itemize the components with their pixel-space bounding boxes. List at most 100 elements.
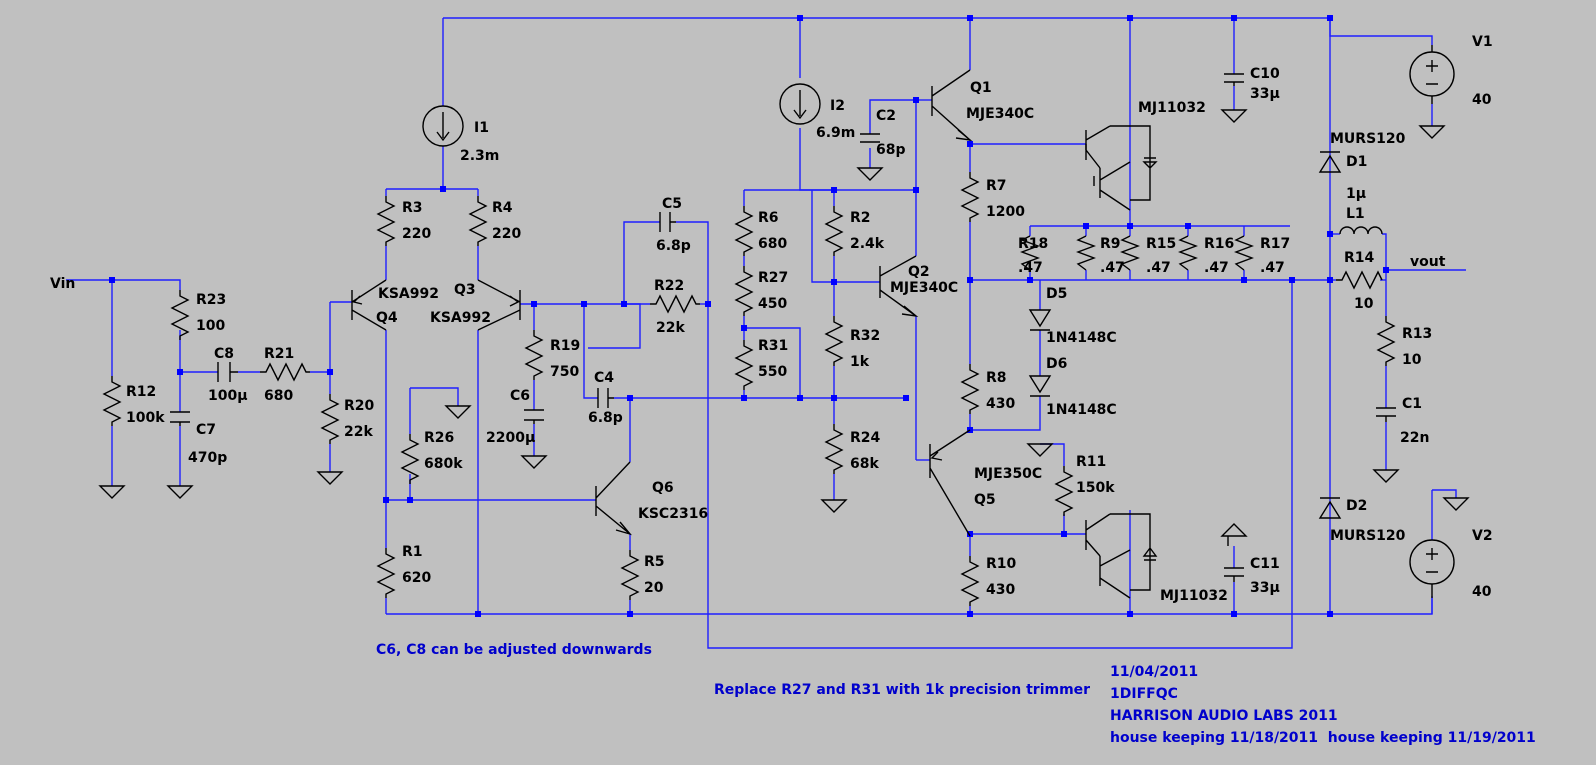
c2-ref: C2 — [876, 108, 896, 124]
v1-ref: V1 — [1472, 34, 1493, 50]
r13-ref: R13 — [1402, 326, 1432, 342]
r32-value: 1k — [850, 354, 870, 370]
r11-ref: R11 — [1076, 454, 1106, 470]
r9-value: .47 — [1100, 260, 1125, 276]
r2-ref: R2 — [850, 210, 871, 226]
resistors-vertical — [102, 172, 1396, 606]
r14-ref: R14 — [1344, 250, 1375, 266]
r8-ref: R8 — [986, 370, 1007, 386]
c5-ref: C5 — [662, 196, 682, 212]
i1-symbol — [422, 105, 464, 147]
r16-value: .47 — [1204, 260, 1229, 276]
r19-ref: R19 — [550, 338, 580, 354]
r22-value: 22k — [656, 320, 685, 336]
c5-value: 6.8p — [656, 238, 691, 254]
q3-ref: Q3 — [454, 282, 476, 298]
q1-value: MJE340C — [966, 106, 1034, 122]
q2-value: MJE340C — [890, 280, 958, 296]
d5-ref: D5 — [1046, 286, 1067, 302]
inductor-l1 — [1339, 226, 1383, 235]
r4-value: 220 — [492, 226, 521, 242]
junction-dots — [109, 15, 1389, 617]
r31-value: 550 — [758, 364, 787, 380]
r27-value: 450 — [758, 296, 787, 312]
labels: Vin vout I1 2.3m I2 6.9m R3 220 R4 220 R… — [50, 34, 1536, 746]
voltage-sources — [1409, 45, 1455, 598]
r26-value: 680k — [424, 456, 463, 472]
c4-ref: C4 — [594, 370, 614, 386]
q1-ref: Q1 — [970, 80, 992, 96]
i2-ref: I2 — [830, 98, 845, 114]
diodes — [1028, 151, 1342, 519]
c7-value: 470p — [188, 450, 227, 466]
r12-value: 100k — [126, 410, 165, 426]
r7-ref: R7 — [986, 178, 1007, 194]
r2-value: 2.4k — [850, 236, 885, 252]
r21-ref: R21 — [264, 346, 294, 362]
r7-value: 1200 — [986, 204, 1025, 220]
mj11032-bottom-label: MJ11032 — [1160, 588, 1228, 604]
d5-value: 1N4148C — [1046, 330, 1117, 346]
d1-value: MURS120 — [1330, 131, 1406, 147]
resistors-horizontal — [260, 270, 1383, 382]
v2-value: 40 — [1472, 584, 1492, 600]
comment-company: HARRISON AUDIO LABS 2011 — [1110, 708, 1338, 724]
q6-value: KSC2316 — [638, 506, 708, 522]
r19-value: 750 — [550, 364, 579, 380]
i1-ref: I1 — [474, 120, 489, 136]
c10-value: 33µ — [1250, 86, 1280, 102]
c6-value: 2200µ — [486, 430, 535, 446]
r22-ref: R22 — [654, 278, 684, 294]
i1-value: 2.3m — [460, 148, 499, 164]
c10-ref: C10 — [1250, 66, 1280, 82]
darlington-top — [1085, 125, 1158, 211]
d6-ref: D6 — [1046, 356, 1067, 372]
i2-value: 6.9m — [816, 125, 855, 141]
d1-ref: D1 — [1346, 154, 1367, 170]
r11-value: 150k — [1076, 480, 1115, 496]
c7-ref: C7 — [196, 422, 216, 438]
c8-value: 100µ — [208, 388, 248, 404]
q5-value: MJE350C — [974, 466, 1042, 482]
r24-value: 68k — [850, 456, 879, 472]
r27-ref: R27 — [758, 270, 788, 286]
transistors — [351, 69, 973, 537]
r18-value: .47 — [1018, 260, 1043, 276]
r23-ref: R23 — [196, 292, 226, 308]
r13-value: 10 — [1402, 352, 1422, 368]
c1-value: 22n — [1400, 430, 1429, 446]
r20-ref: R20 — [344, 398, 375, 414]
q6-ref: Q6 — [652, 480, 674, 496]
d2-value: MURS120 — [1330, 528, 1406, 544]
comment-housekeeping: house keeping 11/18/2011 house keeping 1… — [1110, 730, 1536, 746]
v2-ref: V2 — [1472, 528, 1493, 544]
i2-symbol — [779, 83, 821, 125]
capacitors — [170, 73, 1396, 582]
r17-value: .47 — [1260, 260, 1285, 276]
l1-ref: L1 — [1346, 206, 1365, 222]
q4-value: KSA992 — [378, 286, 439, 302]
vin-label: Vin — [50, 276, 75, 292]
r21-value: 680 — [264, 388, 293, 404]
r3-ref: R3 — [402, 200, 423, 216]
r1-ref: R1 — [402, 544, 423, 560]
c2-value: 68p — [876, 142, 906, 158]
r6-ref: R6 — [758, 210, 779, 226]
r15-ref: R15 — [1146, 236, 1176, 252]
c11-value: 33µ — [1250, 580, 1280, 596]
r16-ref: R16 — [1204, 236, 1234, 252]
r10-value: 430 — [986, 582, 1015, 598]
r20-value: 22k — [344, 424, 373, 440]
wires — [66, 17, 1466, 649]
r17-ref: R17 — [1260, 236, 1290, 252]
comment-design: 1DIFFQC — [1110, 686, 1178, 702]
r14-value: 10 — [1354, 296, 1374, 312]
c6-ref: C6 — [510, 388, 530, 404]
darlington-bottom — [1085, 513, 1158, 599]
r32-ref: R32 — [850, 328, 880, 344]
r6-value: 680 — [758, 236, 787, 252]
q2-ref: Q2 — [908, 264, 930, 280]
r31-ref: R31 — [758, 338, 788, 354]
r18-ref: R18 — [1018, 236, 1048, 252]
